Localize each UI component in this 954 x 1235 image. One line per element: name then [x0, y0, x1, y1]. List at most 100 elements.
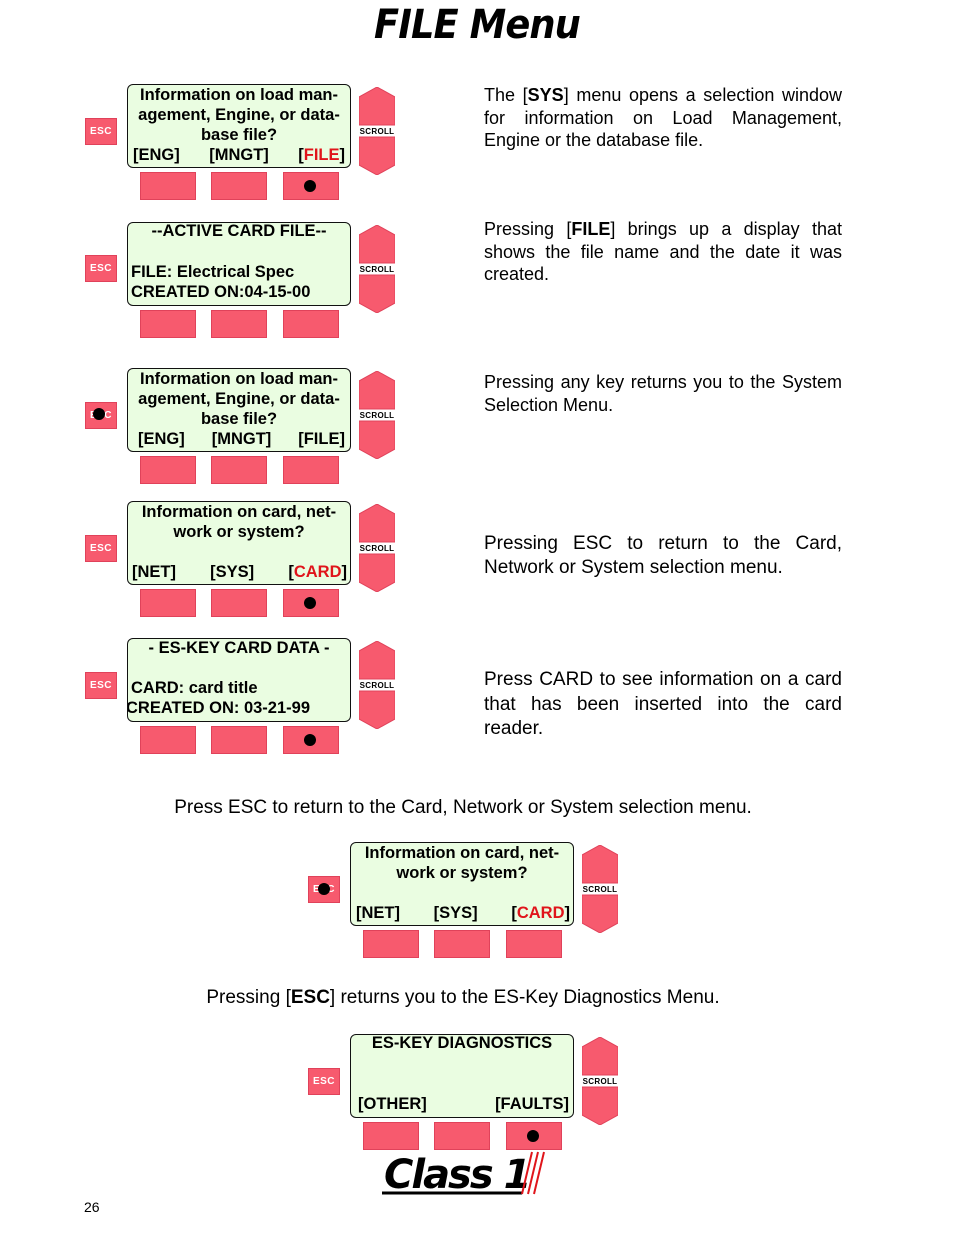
scroll-arrows-icon [358, 86, 396, 176]
scroll-label: SCROLL [582, 1077, 618, 1086]
function-key-1[interactable] [140, 310, 196, 338]
lcd-line: --ACTIVE CARD FILE-- [151, 222, 327, 240]
function-key-2[interactable] [211, 310, 267, 338]
lcd-screen: ES-KEY DIAGNOSTICS [OTHER] [FAULTS] [350, 1034, 574, 1118]
option-file: [FILE] [298, 430, 345, 448]
esc-button[interactable]: ESC [308, 1068, 340, 1095]
function-key-3[interactable] [283, 172, 339, 200]
function-key-3[interactable] [283, 310, 339, 338]
page-title: FILE Menu [374, 2, 581, 48]
lcd-line: agement, Engine, or data- [138, 106, 340, 124]
function-key-3[interactable] [283, 726, 339, 754]
lcd-options: [OTHER] [FAULTS] [351, 1094, 573, 1114]
scroll-label: SCROLL [359, 544, 395, 553]
scroll-button[interactable]: SCROLL [358, 370, 396, 460]
class1-logo: Class 1 [382, 1148, 550, 1198]
lcd-panel-2: ESC --ACTIVE CARD FILE-- FILE: Electrica… [85, 222, 405, 342]
description-text: Pressing any key returns you to the Syst… [484, 372, 842, 415]
scroll-label: SCROLL [359, 265, 395, 274]
option-net: [NET] [132, 563, 176, 581]
scroll-button[interactable]: SCROLL [581, 844, 619, 934]
lcd-panel-6: ESC Information on card, net- work or sy… [308, 842, 628, 962]
lcd-panel-4: ESC Information on card, net- work or sy… [85, 501, 405, 621]
function-key-2[interactable] [211, 726, 267, 754]
function-key-1[interactable] [363, 930, 419, 958]
function-key-2[interactable] [211, 172, 267, 200]
function-key-1[interactable] [140, 589, 196, 617]
lcd-line: CARD: card title [131, 679, 258, 697]
function-key-3[interactable] [283, 589, 339, 617]
press-indicator-icon [304, 180, 316, 192]
esc-button[interactable]: ESC [85, 255, 117, 282]
page-number: 26 [84, 1199, 100, 1215]
option-eng: [ENG] [133, 146, 180, 164]
logo-word: Class 1 [384, 1152, 529, 1198]
function-key-1[interactable] [140, 456, 196, 484]
option-mngt: [MNGT] [211, 430, 272, 448]
option-net: [NET] [356, 904, 400, 922]
lcd-line: FILE: Electrical Spec [131, 263, 295, 281]
lcd-line: agement, Engine, or data- [138, 390, 340, 408]
option-card: [CARD] [288, 563, 347, 581]
esc-button[interactable]: ESC [85, 118, 117, 145]
scroll-button[interactable]: SCROLL [358, 224, 396, 314]
description-3: Pressing any key returns you to the Syst… [484, 371, 842, 416]
description-text: The [SYS] menu opens a selection window … [484, 85, 842, 150]
instruction-text: Press ESC to return to the Card, Network… [174, 797, 752, 818]
function-key-1[interactable] [140, 172, 196, 200]
option-other: [OTHER] [358, 1095, 427, 1113]
press-indicator-icon [304, 734, 316, 746]
lcd-panel-3: ESC Information on load man- agement, En… [85, 368, 405, 488]
highlighted-option-text: FILE [303, 146, 340, 164]
scroll-arrows-icon [358, 503, 396, 593]
lcd-screen: Information on card, net- work or system… [350, 842, 574, 926]
scroll-arrows-icon [358, 370, 396, 460]
description-text: Pressing [FILE] brings up a display that… [484, 219, 842, 284]
description-text: Pressing ESC to return to the Card, Netw… [484, 533, 842, 578]
function-key-2[interactable] [211, 589, 267, 617]
scroll-label: SCROLL [359, 127, 395, 136]
scroll-button[interactable]: SCROLL [358, 503, 396, 593]
lcd-line: work or system? [396, 864, 528, 882]
scroll-label: SCROLL [582, 885, 618, 894]
function-key-2[interactable] [434, 930, 490, 958]
lcd-options: [ENG] [MNGT] [FILE] [128, 145, 350, 165]
highlighted-option-text: CARD [516, 904, 565, 922]
option-sys: [SYS] [210, 563, 255, 581]
keyword-text: ESC [290, 987, 330, 1008]
scroll-button[interactable]: SCROLL [358, 640, 396, 730]
lcd-panel-5: ESC - ES-KEY CARD DATA - CARD: card titl… [85, 638, 405, 758]
esc-button[interactable]: ESC [85, 672, 117, 699]
option-eng: [ENG] [138, 430, 185, 448]
function-key-1[interactable] [140, 726, 196, 754]
press-indicator-icon [527, 1130, 539, 1142]
function-key-3[interactable] [506, 1122, 562, 1150]
lcd-options: [NET] [SYS] [CARD] [128, 562, 350, 582]
lcd-line: Information on card, net- [364, 844, 560, 862]
lcd-line: CREATED ON:04-15-00 [131, 283, 311, 301]
function-key-3[interactable] [283, 456, 339, 484]
lcd-line: base file? [200, 126, 278, 144]
lcd-panel-1: ESC Information on load man- agement, En… [85, 84, 405, 204]
option-faults: [FAULTS] [495, 1095, 569, 1113]
scroll-button[interactable]: SCROLL [581, 1036, 619, 1126]
scroll-arrows-icon [358, 224, 396, 314]
description-text: Press CARD to see information on a card … [484, 669, 842, 739]
function-key-2[interactable] [211, 456, 267, 484]
lcd-screen: Information on load man- agement, Engine… [127, 368, 351, 452]
scroll-arrows-icon [581, 1036, 619, 1126]
lcd-line: Information on load man- [140, 86, 338, 104]
function-key-1[interactable] [363, 1122, 419, 1150]
function-key-3[interactable] [506, 930, 562, 958]
scroll-button[interactable]: SCROLL [358, 86, 396, 176]
lcd-line: ES-KEY DIAGNOSTICS [371, 1034, 553, 1052]
lcd-screen: - ES-KEY CARD DATA - CARD: card title CR… [127, 638, 351, 722]
esc-button[interactable]: ESC [85, 535, 117, 562]
press-indicator-icon [304, 597, 316, 609]
option-mngt: [MNGT] [209, 146, 269, 164]
keyword-text: FILE [571, 219, 611, 239]
press-indicator-icon [318, 883, 330, 895]
function-key-2[interactable] [434, 1122, 490, 1150]
lcd-line: Information on card, net- [141, 503, 337, 521]
lcd-options: [ENG] [MNGT] [FILE] [128, 429, 350, 449]
